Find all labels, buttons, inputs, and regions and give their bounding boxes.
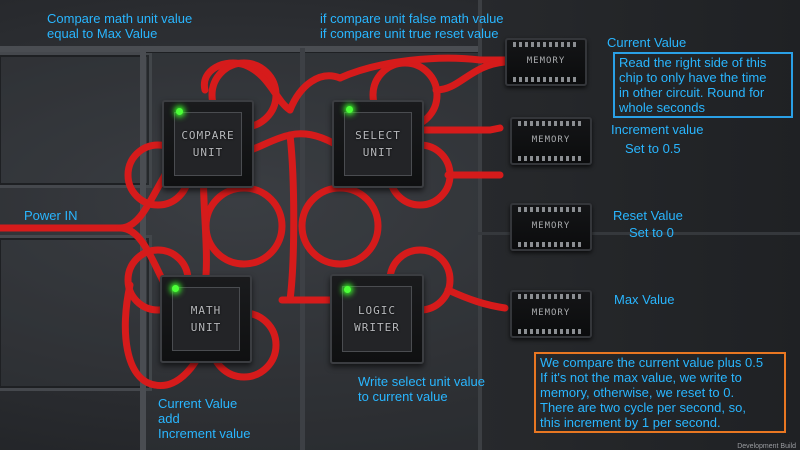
floor-rail [300, 48, 305, 450]
power-led-icon [172, 285, 179, 292]
chip-label-line: UNIT [362, 146, 394, 159]
memory-chip-reset-value[interactable]: MEMORY [510, 203, 592, 251]
explanation-box: We compare the current value plus 0.5 If… [534, 352, 786, 433]
annotation-line: if compare unit false math value [320, 11, 504, 26]
note-line: in other circuit. Round for [619, 85, 765, 100]
memory-label: MEMORY [531, 221, 571, 231]
annotation-line: Set to 0.5 [625, 141, 681, 156]
explanation-line: There are two cycle per second, so, [540, 400, 746, 415]
note-line: Read the right side of this [619, 55, 767, 70]
chip-label-line: COMPARE [181, 129, 235, 142]
note-line: whole seconds [619, 100, 705, 115]
power-led-icon [176, 108, 183, 115]
chip-label-line: WRITER [354, 321, 400, 334]
memory-pins [513, 77, 579, 82]
chip-face [174, 112, 242, 176]
chip-face [342, 286, 412, 352]
floor-plate [0, 52, 152, 188]
annotation-line: equal to Max Value [47, 26, 158, 41]
power-led-icon [346, 106, 353, 113]
select-unit-chip[interactable]: SELECT UNIT [332, 100, 424, 188]
memory-pins [518, 294, 584, 299]
chip-label: LOGIC WRITER [332, 302, 422, 336]
chip-label-line: MATH [190, 304, 222, 317]
annotation-max-value: Max Value [614, 292, 675, 307]
annotation-line: Write select unit value [358, 374, 485, 389]
logic-writer-chip[interactable]: LOGIC WRITER [330, 274, 424, 364]
note-box: Read the right side of this chip to only… [613, 52, 793, 118]
memory-label: MEMORY [531, 308, 571, 318]
annotation-reset-value: Reset Value Set to 0 [613, 208, 683, 240]
chip-label-line: UNIT [192, 146, 224, 159]
annotation-select: if compare unit false math value if comp… [320, 11, 504, 41]
explanation-line: this increment by 1 per second. [540, 415, 721, 430]
chip-face [172, 287, 240, 351]
annotation-compare: Compare math unit value equal to Max Val… [47, 11, 192, 41]
note-line: chip to only have the time [619, 70, 767, 85]
memory-pins [518, 207, 584, 212]
chip-label-line: UNIT [190, 321, 222, 334]
memory-pins [518, 242, 584, 247]
annotation-current-value: Current Value [607, 35, 687, 50]
compare-unit-chip[interactable]: COMPARE UNIT [162, 100, 254, 188]
memory-chip-increment-value[interactable]: MEMORY [510, 117, 592, 165]
chip-face [344, 112, 412, 176]
floor-rail [478, 232, 800, 235]
annotation-line: Reset Value [613, 208, 683, 223]
annotation-line: Current Value [158, 396, 238, 411]
power-led-icon [344, 286, 351, 293]
annotation-increment-value: Increment value Set to 0.5 [611, 122, 704, 156]
memory-chip-max-value[interactable]: MEMORY [510, 290, 592, 338]
memory-pins [518, 329, 584, 334]
watermark: Development Build [737, 443, 796, 450]
memory-pins [513, 42, 579, 47]
memory-pins [518, 156, 584, 161]
memory-pins [518, 121, 584, 126]
annotation-power-in: Power IN [24, 208, 78, 223]
memory-label: MEMORY [531, 135, 571, 145]
annotation-line: Compare math unit value [47, 11, 193, 26]
annotation-line: Increment value [611, 122, 704, 137]
memory-label: MEMORY [526, 56, 566, 66]
annotation-line: add [158, 411, 180, 426]
explanation-line: memory, otherwise, we reset to 0. [540, 385, 735, 400]
chip-label: SELECT UNIT [334, 127, 422, 161]
annotation-line: to current value [358, 389, 448, 404]
annotation-line: Set to 0 [629, 225, 674, 240]
floor-rail [0, 46, 480, 52]
annotation-line: Increment value [158, 426, 251, 441]
chip-label-line: SELECT [355, 129, 401, 142]
chip-label: MATH UNIT [162, 302, 250, 336]
floor-rail [478, 0, 482, 450]
memory-chip-current-value[interactable]: MEMORY [505, 38, 587, 86]
annotation-writer: Write select unit value to current value [358, 374, 485, 404]
explanation-line: If it's not the max value, we write to [540, 370, 742, 385]
explanation-line: We compare the current value plus 0.5 [540, 355, 764, 370]
annotation-line: if compare unit true reset value [320, 26, 499, 41]
chip-label: COMPARE UNIT [164, 127, 252, 161]
chip-label-line: LOGIC [357, 304, 397, 317]
annotation-math: Current Value add Increment value [158, 396, 251, 441]
math-unit-chip[interactable]: MATH UNIT [160, 275, 252, 363]
